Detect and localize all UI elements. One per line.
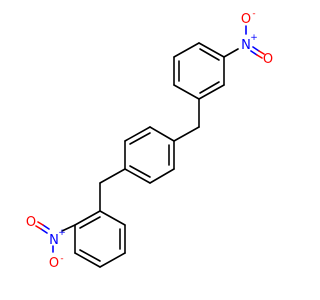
bottom-methylene-bridge bbox=[99, 168, 126, 212]
bottom-nitro-nitrogen: N bbox=[49, 233, 59, 248]
bottom-nitro-oxygen-double: O bbox=[26, 215, 36, 230]
top-nitro-oxygen-minus: O bbox=[241, 12, 251, 27]
molecule-structure: N + O - O bbox=[26, 9, 273, 271]
top-methylene-bridge bbox=[173, 98, 200, 142]
top-nitro-oxygen-charge: - bbox=[252, 9, 255, 19]
bottom-nitro-oxygen-charge: - bbox=[60, 254, 63, 264]
top-nitro-group: N + O - O bbox=[223, 9, 273, 67]
bottom-benzene-ring bbox=[74, 210, 126, 268]
central-benzene-ring bbox=[124, 126, 175, 184]
bottom-nitro-nitrogen-charge: + bbox=[58, 228, 66, 238]
top-nitro-oxygen-double: O bbox=[263, 52, 273, 67]
top-nitro-nitrogen-charge: + bbox=[250, 33, 258, 43]
top-nitro-nitrogen: N bbox=[241, 38, 251, 53]
bottom-nitro-oxygen-minus: O bbox=[49, 256, 59, 271]
top-benzene-ring bbox=[173, 42, 225, 100]
bottom-nitro-group: N + O - O bbox=[26, 215, 76, 271]
